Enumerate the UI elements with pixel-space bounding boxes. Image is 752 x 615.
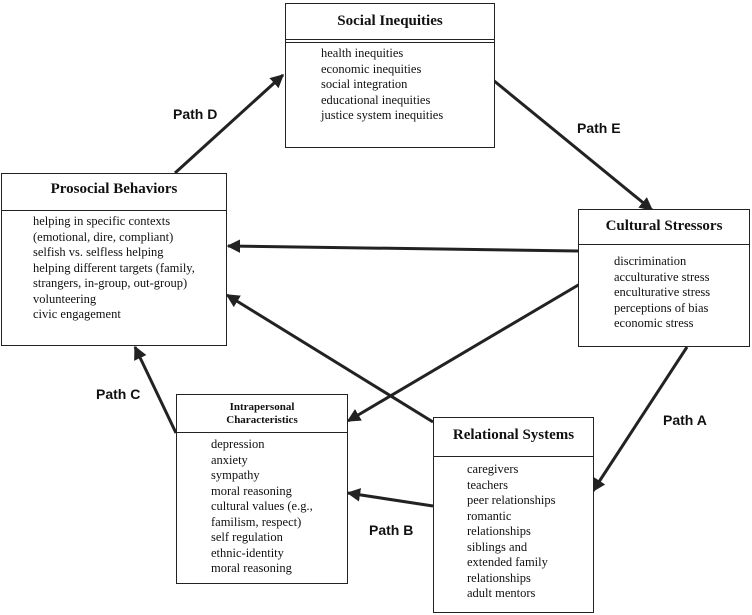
list-item: economic inequities [321,61,422,76]
list-item: selfish vs. selfless helping [33,245,164,259]
list-item: relationships [467,570,531,585]
arrow-path-e [492,78,654,212]
intrapersonal-title-line1: Intrapersonal [229,401,295,413]
arrow-relational-to-prosocial [225,293,434,424]
arrow-path-c [133,345,178,434]
list-item: strangers, in-group, out-group) [33,276,188,290]
list-item: adult mentors [467,586,536,600]
path-e-label: Path E [577,120,621,136]
intrapersonal-list: depression anxiety sympathy moral reason… [211,437,313,577]
list-item: health inequities [321,46,404,60]
list-item: enculturative stress [614,285,711,299]
list-item: familism, respect) [211,514,302,529]
list-item: sympathy [211,468,260,482]
list-item: helping different targets (family, [33,260,195,275]
cultural-stressors-box: Cultural Stressors discrimination accult… [578,209,750,347]
list-item: self regulation [211,530,283,544]
list-item: helping in specific contexts [33,214,171,228]
intrapersonal-title: Intrapersonal Characteristics [177,401,347,427]
list-item: volunteering [33,291,97,306]
arrow-path-a [591,346,689,493]
path-c-label: Path C [96,386,141,402]
social-inequities-box: Social Inequities health inequities econ… [285,3,495,148]
divider [2,210,226,211]
list-item: discrimination [614,254,687,268]
arrow-stressors-to-intrapersonal [346,282,581,423]
list-item: moral reasoning [211,561,292,575]
arrow-path-b [346,488,434,508]
divider [286,39,494,40]
prosocial-behaviors-box: Prosocial Behaviors helping in specific … [1,173,227,346]
list-item: acculturative stress [614,269,710,284]
divider [579,244,749,245]
list-item: relationships [467,524,531,538]
cultural-stressors-title: Cultural Stressors [605,218,723,234]
divider [177,432,347,433]
list-item: social integration [321,77,408,91]
arrow-path-d [173,73,285,175]
cultural-stressors-list: discrimination acculturative stress encu… [614,254,710,332]
list-item: extended family [467,555,548,569]
prosocial-behaviors-list: helping in specific contexts (emotional,… [33,214,195,323]
list-item: siblings and [467,539,528,554]
relational-systems-box: Relational Systems caregivers teachers p… [433,417,594,613]
list-item: peer relationships [467,493,556,507]
list-item: caregivers [467,462,519,476]
list-item: perceptions of bias [614,300,709,315]
list-item: economic stress [614,316,694,330]
social-inequities-title: Social Inequities [337,13,443,29]
path-b-label: Path B [369,522,414,538]
path-d-label: Path D [173,106,218,122]
path-a-label: Path A [663,412,707,428]
intrapersonal-title-line2: Characteristics [226,414,298,426]
relational-systems-list: caregivers teachers peer relationships r… [467,462,556,602]
list-item: depression [211,437,265,451]
divider [434,456,593,457]
list-item: romantic [467,508,512,523]
divider [286,42,494,43]
social-inequities-list: health inequities economic inequities so… [321,46,443,124]
list-item: ethnic-identity [211,545,284,560]
list-item: justice system inequities [321,108,444,122]
list-item: cultural values (e.g., [211,499,313,513]
list-item: (emotional, dire, compliant) [33,229,174,244]
list-item: civic engagement [33,307,121,321]
list-item: educational inequities [321,92,431,107]
list-item: moral reasoning [211,483,292,498]
list-item: anxiety [211,452,248,467]
prosocial-behaviors-title: Prosocial Behaviors [50,181,178,197]
relational-systems-title: Relational Systems [452,427,575,443]
intrapersonal-characteristics-box: Intrapersonal Characteristics depression… [176,394,348,584]
list-item: teachers [467,477,508,492]
arrow-stressors-to-prosocial [226,239,579,253]
